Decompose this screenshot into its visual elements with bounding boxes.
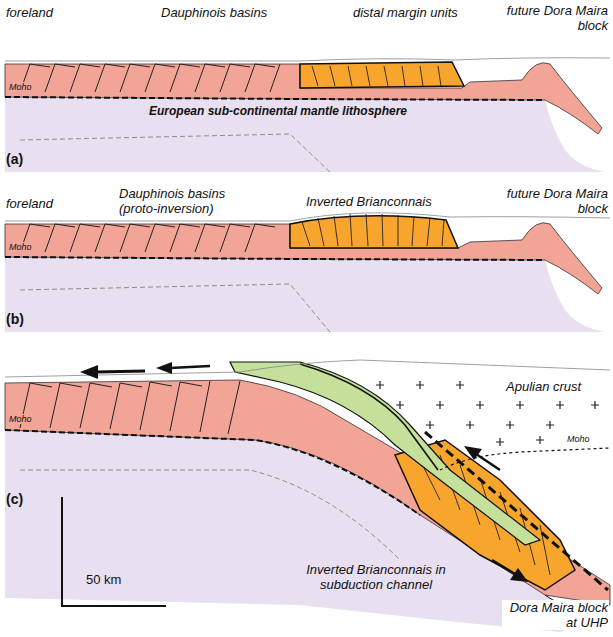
mantle-lithosphere (5, 97, 605, 172)
crust-faults (20, 224, 275, 252)
crust (5, 380, 610, 605)
panel-a (5, 58, 610, 172)
region-label: Moho (8, 82, 33, 92)
scale-label: 50 km (85, 572, 122, 587)
motion-arrowhead (464, 446, 482, 460)
motion-arrowhead (80, 365, 98, 379)
crust-faults (20, 64, 280, 92)
region-label: Moho (8, 414, 33, 424)
region-label: European sub-continental mantle lithosph… (148, 104, 408, 119)
crust (5, 63, 602, 134)
region-label: Inverted Brianconnais (305, 194, 433, 209)
motion-arrow (476, 454, 500, 470)
distal-margin-block (300, 62, 464, 88)
panel-b (5, 213, 610, 332)
motion-arrow (492, 560, 515, 574)
moho-line (5, 430, 420, 515)
region-label: Dora Maira block at UHP (502, 600, 609, 630)
region-label: foreland (5, 196, 54, 211)
region-label: Inverted Brianconnais in subduction chan… (300, 562, 452, 592)
motion-arrow (170, 366, 210, 368)
mantle-dashed-line (20, 470, 400, 560)
orange-faults (302, 214, 444, 246)
scale-bar (62, 497, 166, 606)
region-label: Moho (8, 242, 33, 252)
nappe-green (230, 362, 540, 545)
region-label: distal margin units (352, 5, 459, 20)
mantle-lithosphere (5, 257, 605, 332)
mantle-dashed-line (20, 134, 330, 172)
panel-letter: (a) (5, 152, 24, 167)
apulian-moho (440, 448, 610, 470)
crust-faults (20, 381, 240, 434)
motion-arrowhead (156, 362, 172, 374)
orange-faults (312, 66, 441, 86)
panel-c (5, 360, 610, 632)
region-label: future Dora Maira block (502, 186, 609, 216)
moho-line (5, 97, 545, 100)
region-label: Moho (566, 434, 591, 444)
panel-letter: (c) (5, 492, 24, 507)
motion-arrow (96, 371, 145, 372)
panel-letter: (b) (5, 312, 25, 327)
motion-arrowhead (510, 568, 528, 582)
region-label: Dauphinois basins (proto-inversion) (118, 186, 245, 216)
channel-dashed-axis (425, 432, 608, 590)
region-label: Dauphinois basins (160, 5, 268, 20)
region-label: future Dora Maira block (502, 3, 609, 33)
moho-line (5, 257, 545, 260)
inverted-brianconnais (290, 216, 458, 248)
surface-line (5, 58, 610, 61)
apulian-boundary (300, 364, 438, 470)
region-label: foreland (5, 5, 54, 20)
region-label: Apulian crust (505, 379, 582, 394)
mantle-dashed-line (20, 284, 330, 332)
